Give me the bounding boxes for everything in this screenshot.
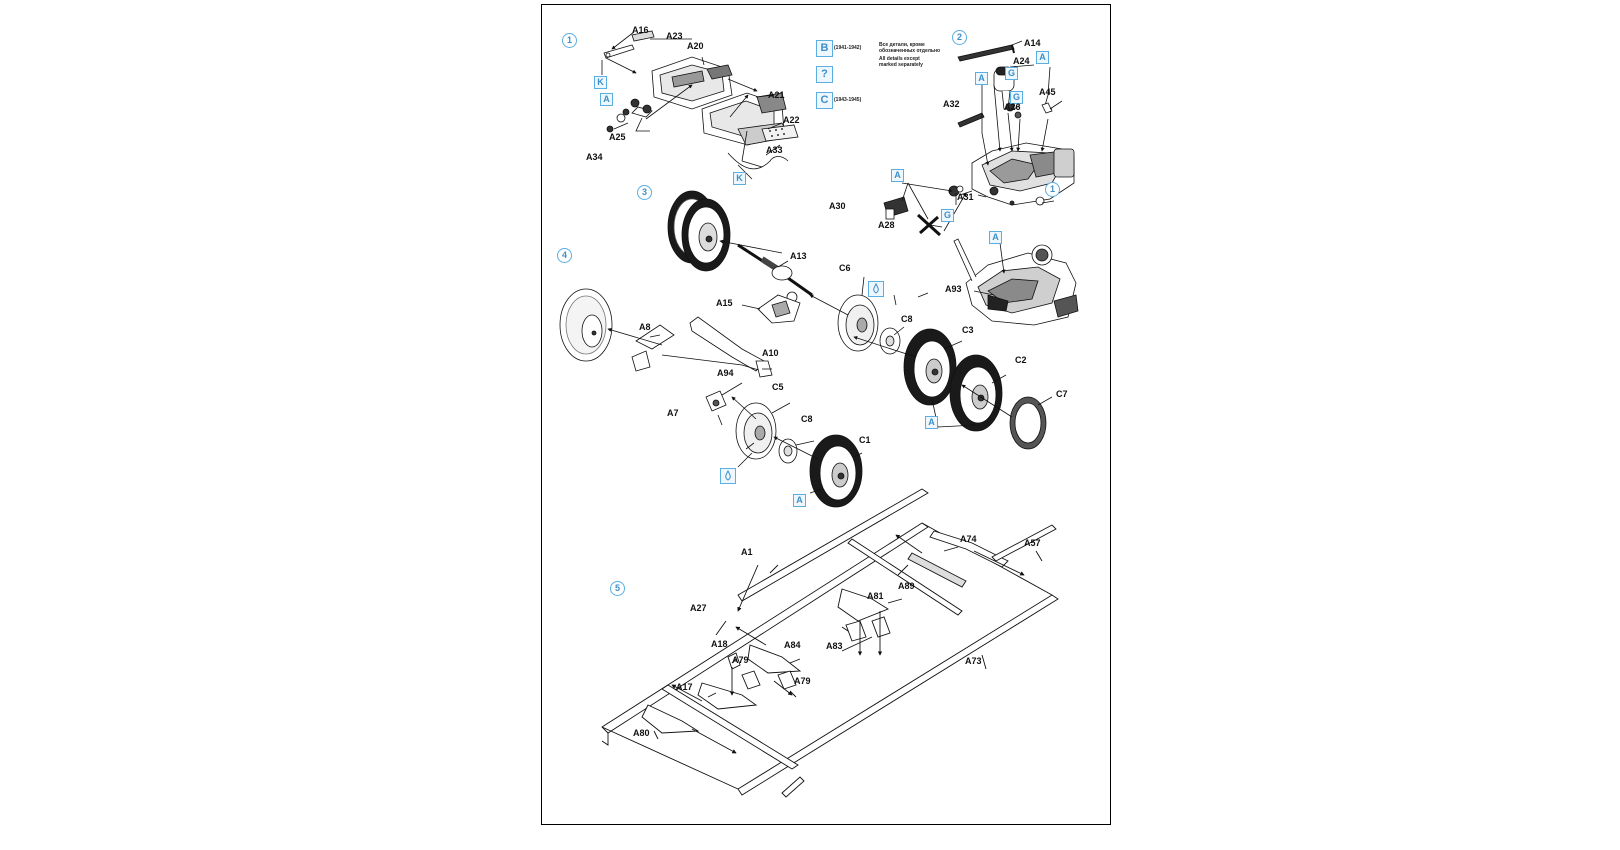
- variant-badge-a: A: [600, 93, 613, 106]
- part-label-c8: C8: [801, 414, 813, 424]
- part-label-a20: A20: [687, 41, 704, 51]
- part-label-a18: A18: [711, 639, 728, 649]
- part-label-a34: A34: [586, 152, 603, 162]
- part-label-a89: A89: [898, 581, 915, 591]
- variant-badge-a: A: [989, 231, 1002, 244]
- variant-badge-k: K: [594, 76, 607, 89]
- part-label-a31: A31: [957, 192, 974, 202]
- part-label-a79: A79: [794, 676, 811, 686]
- legend-note-ru-1: Все детали, кроме: [879, 42, 925, 48]
- part-label-a94: A94: [717, 368, 734, 378]
- part-label-c3: C3: [962, 325, 974, 335]
- part-label-a10: A10: [762, 348, 779, 358]
- part-label-c2: C2: [1015, 355, 1027, 365]
- legend-note-en-1: All details except: [879, 56, 920, 62]
- part-label-c6: C6: [839, 263, 851, 273]
- part-label-a30: A30: [829, 201, 846, 211]
- legend-note-ru-2: обозначенных отдельно: [879, 48, 941, 54]
- part-label-a32: A32: [943, 99, 960, 109]
- part-label-a93: A93: [945, 284, 962, 294]
- variant-legend-b-years: (1941-1942): [834, 45, 862, 51]
- part-label-c5: C5: [772, 382, 784, 392]
- exploded-assembly-drawing: [559, 30, 1079, 798]
- part-label-c1: C1: [859, 435, 871, 445]
- step-number-4: 4: [557, 248, 572, 263]
- part-label-a1: A1: [741, 547, 753, 557]
- step-number-5: 5: [610, 581, 625, 596]
- variant-badge-g: G: [941, 209, 954, 222]
- part-label-a28: A28: [878, 220, 895, 230]
- variant-badge-a: A: [925, 416, 938, 429]
- variant-badge-g: G: [1010, 91, 1023, 104]
- part-label-a27: A27: [690, 603, 707, 613]
- part-label-a80: A80: [633, 728, 650, 738]
- instruction-sheet: 1 2 3 4 5 1 B (1941-1942) ? C (1943-1945…: [541, 4, 1111, 825]
- part-label-c7: C7: [1056, 389, 1068, 399]
- step5-frame: [601, 488, 1059, 798]
- variant-legend-c-years: (1943-1945): [834, 97, 862, 103]
- part-label-a24: A24: [1013, 56, 1030, 66]
- part-label-a74: A74: [960, 534, 977, 544]
- part-label-a25: A25: [609, 132, 626, 142]
- part-label-a21: A21: [768, 90, 785, 100]
- legend-note-en-2: marked separately: [879, 62, 923, 68]
- part-label-a81: A81: [867, 591, 884, 601]
- part-label-a79: A79: [732, 655, 749, 665]
- part-label-a14: A14: [1024, 38, 1041, 48]
- part-label-a13: A13: [790, 251, 807, 261]
- step-number-2: 2: [952, 30, 967, 45]
- part-label-a16: A16: [632, 25, 649, 35]
- variant-badge-a: A: [1036, 51, 1049, 64]
- variant-legend-c: C: [816, 92, 833, 109]
- variant-badge-a: A: [793, 494, 806, 507]
- step-reference-1: 1: [1045, 182, 1060, 197]
- part-label-a23: A23: [666, 31, 683, 41]
- variant-badge-a: A: [891, 169, 904, 182]
- part-label-a7: A7: [667, 408, 679, 418]
- step-number-1: 1: [562, 33, 577, 48]
- variant-legend-question: ?: [816, 66, 833, 83]
- part-label-a45: A45: [1039, 87, 1056, 97]
- variant-legend-b: B: [816, 40, 833, 57]
- step1-assembly: [601, 30, 799, 180]
- step4-assembly: [559, 288, 863, 508]
- part-label-a57: A57: [1024, 538, 1041, 548]
- part-label-a17: A17: [676, 682, 693, 692]
- variant-badge-g: G: [1005, 67, 1018, 80]
- paint-drop-icon: [868, 281, 884, 297]
- part-label-a33: A33: [766, 145, 783, 155]
- variant-badge-k: K: [733, 172, 746, 185]
- part-label-c8: C8: [901, 314, 913, 324]
- paint-drop-icon: [720, 468, 736, 484]
- part-label-a26: A26: [1004, 102, 1021, 112]
- part-label-a22: A22: [783, 115, 800, 125]
- part-label-a15: A15: [716, 298, 733, 308]
- part-label-a73: A73: [965, 656, 982, 666]
- step3-assembly: [667, 190, 1053, 450]
- step-number-3: 3: [637, 185, 652, 200]
- part-label-a83: A83: [826, 641, 843, 651]
- part-label-a84: A84: [784, 640, 801, 650]
- variant-badge-a: A: [975, 72, 988, 85]
- part-label-a8: A8: [639, 322, 651, 332]
